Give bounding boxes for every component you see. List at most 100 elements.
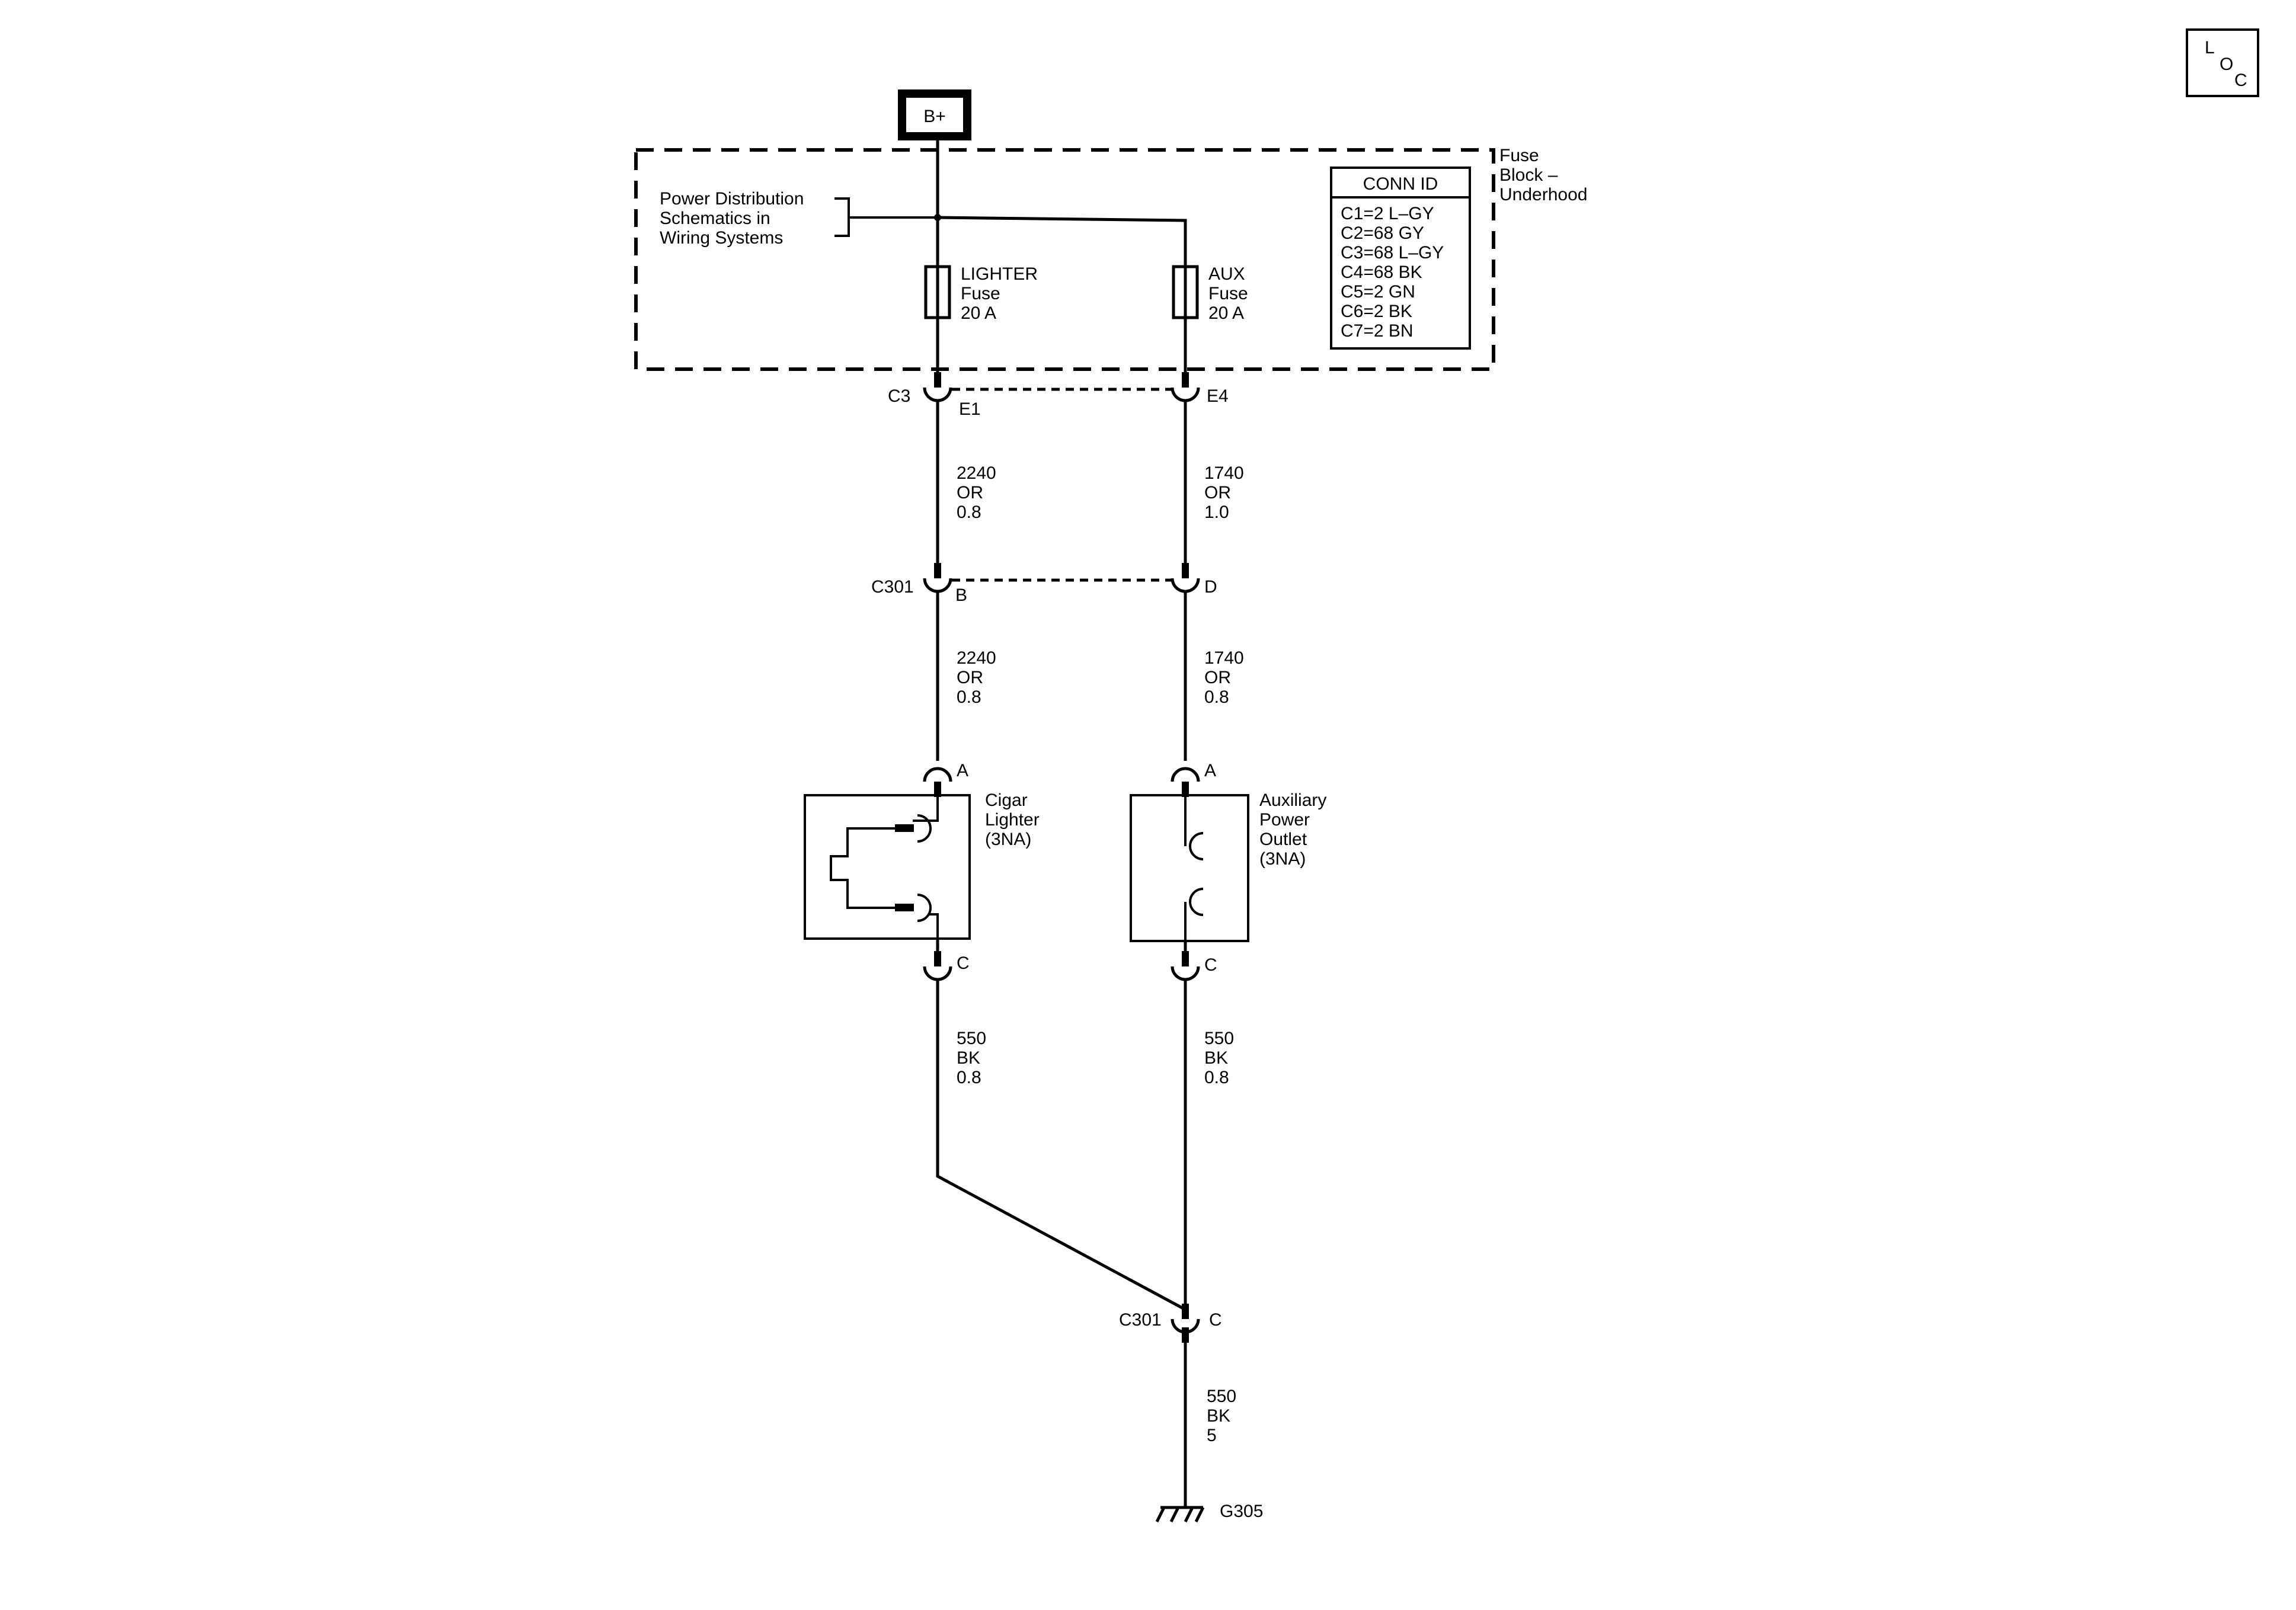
wire-aux-branch bbox=[937, 216, 1187, 267]
connector-pin bbox=[1182, 1327, 1189, 1343]
component-label: Auxiliary bbox=[1259, 790, 1326, 810]
power-distribution-reference: Power Distribution Schematics in Wiring … bbox=[660, 189, 938, 248]
wire-size: 0.8 bbox=[957, 687, 981, 707]
wire-circuit: 550 bbox=[1207, 1387, 1236, 1406]
wire-label-aux-upper: 1740 OR 1.0 bbox=[1204, 463, 1244, 522]
battery-source-frame bbox=[898, 89, 971, 140]
reference-bracket bbox=[834, 197, 850, 237]
component-label: (3NA) bbox=[1259, 849, 1306, 869]
wire-label-aux-mid: 1740 OR 0.8 bbox=[1204, 648, 1244, 707]
loc-letter-c: C bbox=[2234, 71, 2247, 90]
connector-label: C3 bbox=[888, 386, 910, 406]
pin-label: D bbox=[1204, 577, 1217, 597]
wire-color: OR bbox=[1204, 668, 1231, 687]
fuse-block-label: Fuse Block – Underhood bbox=[1499, 146, 1587, 204]
lighter-heating-element bbox=[830, 827, 895, 909]
connector-label: C301 bbox=[1119, 1310, 1162, 1330]
pin-label: C bbox=[1209, 1310, 1222, 1330]
fuse-block-label-line: Fuse bbox=[1499, 146, 1539, 165]
wire-size: 0.8 bbox=[957, 1068, 981, 1087]
connector-label: C301 bbox=[871, 577, 914, 597]
reference-line: Power Distribution bbox=[660, 189, 804, 209]
wire-color: OR bbox=[957, 483, 983, 502]
cigar-lighter: Cigar Lighter (3NA) bbox=[804, 790, 1040, 940]
fuse-label: 20 A bbox=[961, 303, 996, 323]
component-label: Lighter bbox=[985, 810, 1040, 830]
lighter-fuse: LIGHTER Fuse 20 A bbox=[924, 264, 1038, 323]
battery-source-label: B+ bbox=[923, 107, 946, 126]
ground-hatch bbox=[1155, 1506, 1166, 1523]
wire-circuit: 2240 bbox=[957, 648, 996, 668]
fuse-block-label-line: Underhood bbox=[1499, 185, 1587, 204]
ground-label: G305 bbox=[1220, 1502, 1263, 1521]
component-label: Outlet bbox=[1259, 830, 1307, 849]
wire-color: BK bbox=[1204, 1048, 1228, 1068]
conn-id-entry: C1=2 L–GY bbox=[1341, 204, 1434, 223]
location-badge-frame bbox=[2186, 28, 2259, 97]
fuse-label: Fuse bbox=[1208, 284, 1248, 303]
conn-id-entry: C7=2 BN bbox=[1341, 321, 1414, 341]
conn-id-entry: C2=68 GY bbox=[1341, 223, 1424, 243]
fuse-block-label-line: Block – bbox=[1499, 165, 1558, 185]
fuse-label: LIGHTER bbox=[961, 264, 1038, 284]
wire-circuit: 550 bbox=[1204, 1029, 1234, 1048]
conn-id-table: CONN ID C1=2 L–GY C2=68 GY C3=68 L–GY C4… bbox=[1330, 167, 1471, 350]
wire-label-lighter-ground: 550 BK 0.8 bbox=[957, 1029, 986, 1087]
reference-line: Schematics in bbox=[660, 209, 770, 228]
conn-id-frame bbox=[1330, 167, 1471, 350]
fuse-label: Fuse bbox=[961, 284, 1000, 303]
pin-label: C bbox=[1204, 955, 1217, 975]
wire-size: 0.8 bbox=[957, 502, 981, 522]
wire-color: BK bbox=[957, 1048, 980, 1068]
wire-circuit: 1740 bbox=[1204, 463, 1244, 483]
cigar-lighter-body bbox=[804, 794, 971, 940]
wire-size: 0.8 bbox=[1204, 1068, 1229, 1087]
conn-id-entry: C3=68 L–GY bbox=[1341, 243, 1444, 263]
pin-label: B bbox=[955, 585, 967, 605]
battery-source: B+ bbox=[898, 89, 971, 140]
wire-size: 5 bbox=[1207, 1426, 1217, 1445]
loc-letter-o: O bbox=[2220, 55, 2233, 74]
connector-c301-d bbox=[1172, 563, 1198, 591]
reference-line: Wiring Systems bbox=[660, 228, 783, 248]
ground-hatch bbox=[1184, 1506, 1194, 1523]
aux-fuse: AUX Fuse 20 A bbox=[1172, 264, 1248, 323]
pin-label: C bbox=[957, 953, 970, 973]
connector-lighter-c bbox=[925, 951, 951, 980]
conn-id-entry: C4=68 BK bbox=[1341, 263, 1422, 282]
wire-size: 0.8 bbox=[1204, 687, 1229, 707]
pin-label: A bbox=[957, 761, 968, 780]
wire-label-aux-ground: 550 BK 0.8 bbox=[1204, 1029, 1234, 1087]
connector-outlet-a bbox=[1172, 769, 1198, 797]
connector-outlet-c bbox=[1172, 951, 1198, 980]
connector-lighter-a bbox=[925, 769, 951, 797]
wire-550-lighter-ground bbox=[936, 980, 1187, 1311]
lighter-internal-wire bbox=[929, 913, 939, 939]
wire-circuit: 550 bbox=[957, 1029, 986, 1048]
lighter-contact bbox=[895, 824, 914, 832]
wire-circuit: 2240 bbox=[957, 463, 996, 483]
pin-label: E4 bbox=[1207, 386, 1229, 406]
wire-label-lighter-upper: 2240 OR 0.8 bbox=[957, 463, 996, 522]
wire-label-lighter-mid: 2240 OR 0.8 bbox=[957, 648, 996, 707]
outlet-socket bbox=[1189, 832, 1204, 860]
conn-id-entry: C6=2 BK bbox=[1341, 302, 1412, 321]
wire-color: OR bbox=[1204, 483, 1231, 502]
fuse-label: AUX bbox=[1208, 264, 1245, 284]
ground-symbol: G305 bbox=[1155, 1502, 1263, 1523]
wire-color: OR bbox=[957, 668, 983, 687]
ground-hatch bbox=[1194, 1506, 1205, 1523]
lighter-socket bbox=[917, 894, 932, 922]
outlet-body bbox=[1130, 794, 1249, 942]
lighter-contact bbox=[895, 904, 914, 911]
wire-label-main-ground: 550 BK 5 bbox=[1207, 1387, 1236, 1445]
conn-id-title: CONN ID bbox=[1363, 174, 1438, 194]
wire-size: 1.0 bbox=[1204, 502, 1229, 522]
pin-label: A bbox=[1204, 761, 1216, 780]
connector-c3-e4 bbox=[1172, 372, 1198, 401]
component-label: (3NA) bbox=[985, 830, 1031, 849]
lighter-socket bbox=[917, 814, 932, 843]
component-label: Power bbox=[1259, 810, 1310, 830]
auxiliary-power-outlet: Auxiliary Power Outlet (3NA) bbox=[1130, 790, 1326, 942]
